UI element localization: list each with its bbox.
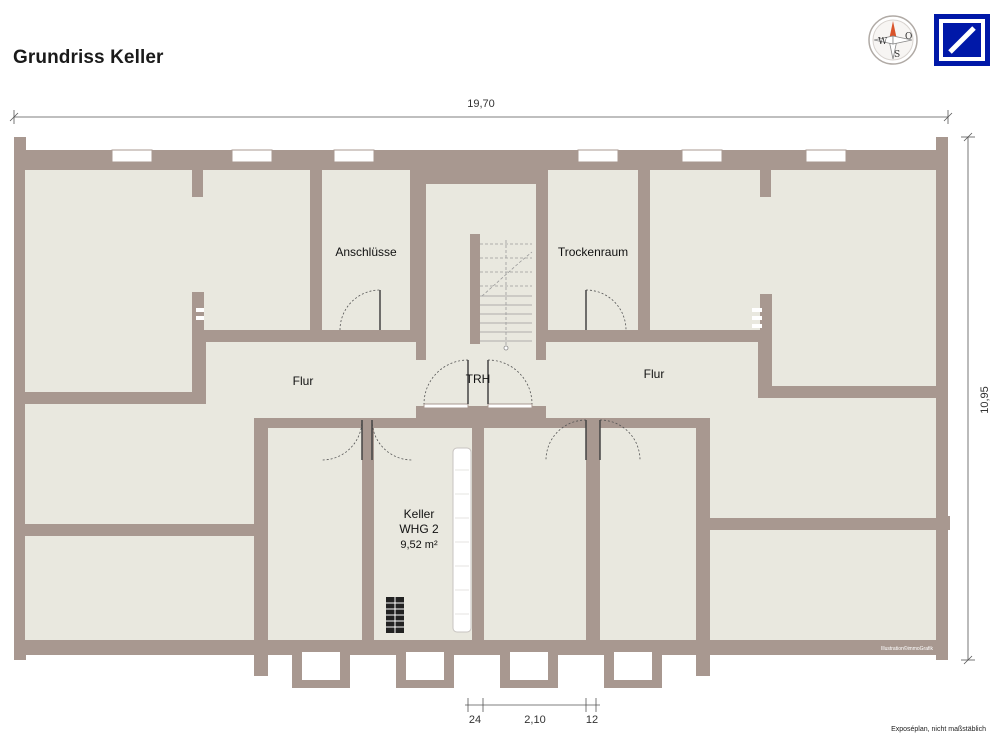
room-label-keller: Keller (404, 507, 435, 521)
room-label-anschluesse: Anschlüsse (335, 245, 397, 259)
dim-bottom-left: 24 (469, 714, 481, 726)
room-label-trockenraum: Trockenraum (558, 245, 628, 259)
compass-letter-o: O (905, 32, 912, 42)
cellar-shelf (452, 447, 472, 633)
room-label-flur-right: Flur (644, 367, 665, 381)
door-swings (321, 289, 641, 461)
room-label-trh: TRH (466, 372, 491, 386)
compass-letter-w: W (878, 37, 888, 47)
compass-letter-s: S (894, 50, 900, 60)
dim-bottom-mid: 2,10 (524, 714, 545, 726)
room-label-flur-left: Flur (293, 374, 314, 388)
illustration-credit: Illustration©immoGrafik (881, 645, 934, 652)
room-area-keller: 9,52 m² (400, 539, 438, 551)
dim-height-total: 10,95 (979, 386, 991, 414)
staircase (470, 234, 533, 351)
room-label-whg2: WHG 2 (399, 522, 439, 536)
compass-icon: W O S (868, 15, 918, 65)
dim-bottom-right: 12 (586, 714, 598, 726)
door-leaves (361, 290, 601, 460)
dim-width-total: 19,70 (467, 98, 495, 110)
bank-logo (934, 14, 990, 66)
wall-niches (196, 308, 762, 328)
trh-thresholds (423, 403, 533, 409)
room-floors (25, 170, 936, 640)
page-title: Grundriss Keller (13, 47, 164, 68)
bicycle-rack-icon (386, 597, 404, 633)
top-windows (111, 149, 847, 163)
footer-note: Exposéplan, nicht maßstäblich (891, 726, 986, 733)
dimension-lines (9, 110, 975, 712)
